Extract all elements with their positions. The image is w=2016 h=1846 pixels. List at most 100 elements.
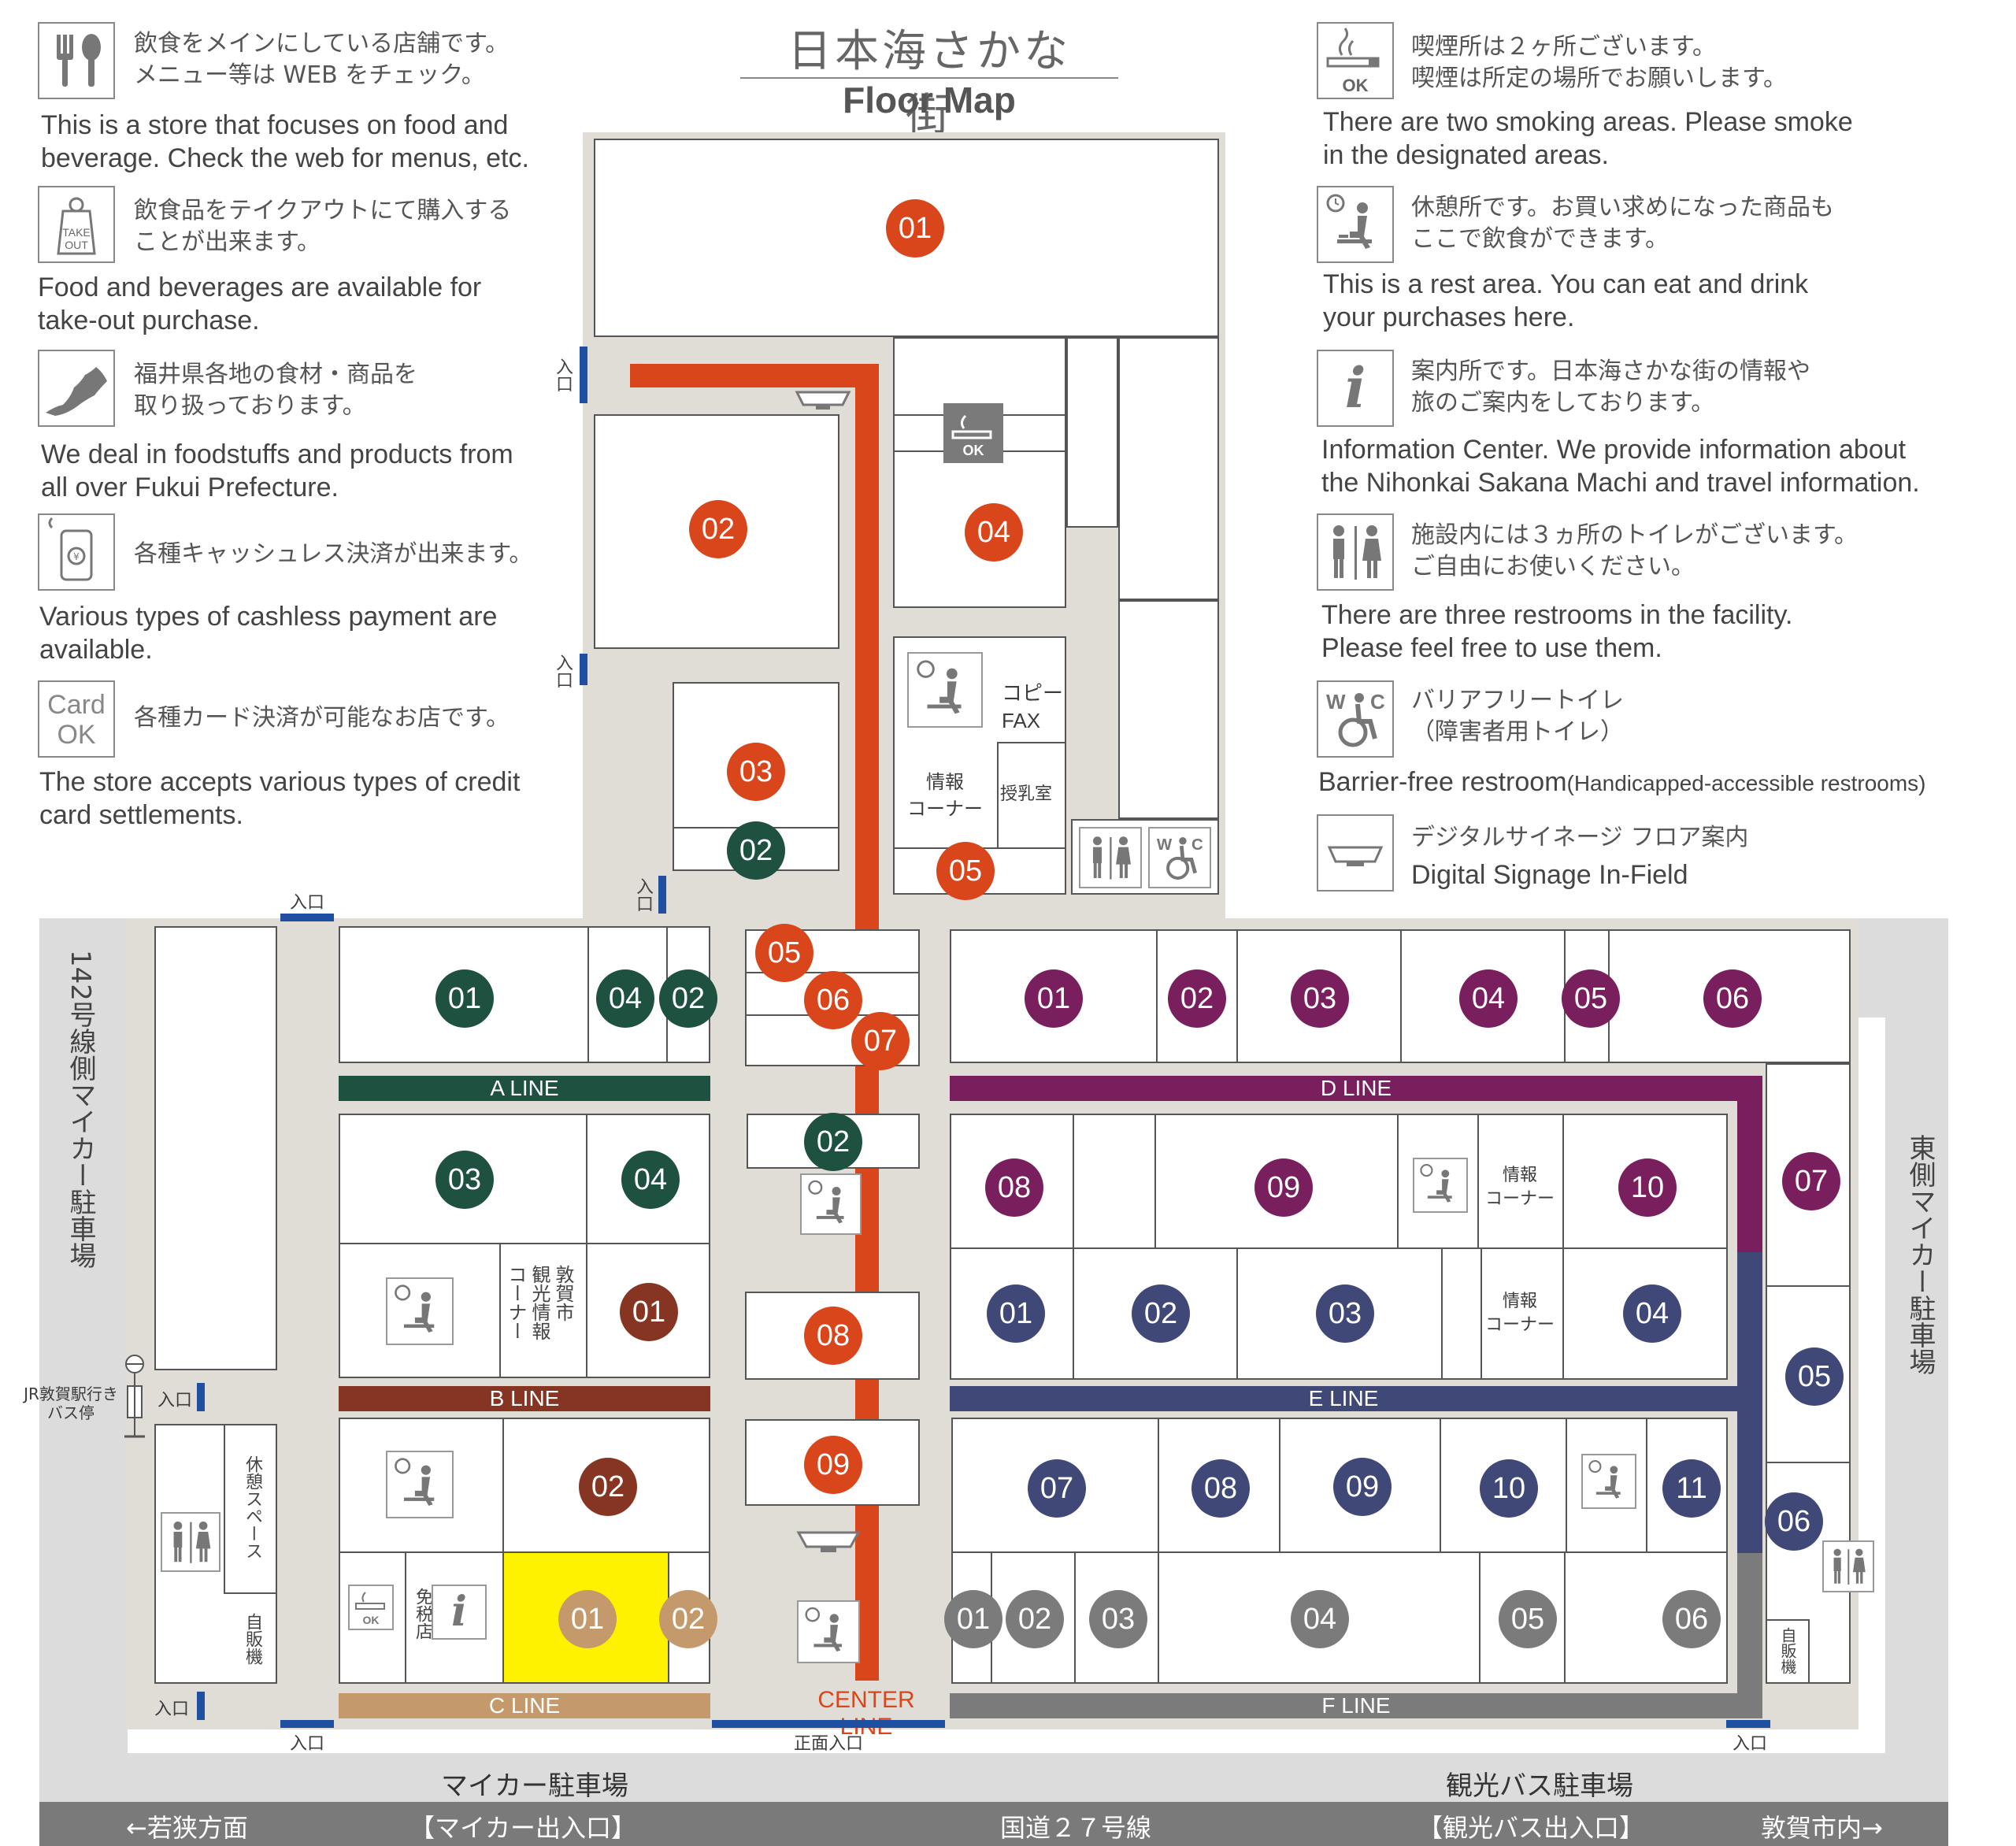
nursing-room-label: 授乳室 <box>1000 784 1053 804</box>
shop-badge-d[interactable]: 07 <box>1782 1152 1840 1210</box>
e-line-shop[interactable] <box>1279 1418 1441 1553</box>
shop-badge-center[interactable]: 07 <box>851 1012 910 1070</box>
shop-badge-center[interactable]: 05 <box>936 842 995 900</box>
road-right-label: 敦賀市内→ <box>1761 1813 1883 1843</box>
legend-signage-en: Digital Signage In-Field <box>1411 860 1688 890</box>
e-line-info-box[interactable] <box>1480 1247 1564 1380</box>
shop-badge-center[interactable]: 01 <box>886 199 944 258</box>
shop-badge-center[interactable]: 06 <box>804 971 862 1029</box>
shop-badge-e[interactable]: 11 <box>1662 1459 1721 1518</box>
e-line-bar-vertical <box>1737 1252 1762 1555</box>
shop-badge-c[interactable]: 02 <box>659 1590 717 1648</box>
restroom-icon <box>1079 827 1142 888</box>
bus-stop-icon <box>124 1355 145 1440</box>
shop-badge-a[interactable]: 01 <box>435 969 494 1028</box>
shop-badge-d[interactable]: 10 <box>1618 1158 1677 1217</box>
shop-block[interactable] <box>1118 337 1219 600</box>
bus-parking-label: 観光バス駐車場 <box>1446 1770 1633 1802</box>
shop-badge-f[interactable]: 01 <box>944 1590 1002 1648</box>
entrance-marker[interactable] <box>580 347 587 403</box>
shop-badge-e[interactable]: 08 <box>1191 1459 1250 1518</box>
shop-badge-a[interactable]: 04 <box>621 1151 680 1209</box>
d-line-shop[interactable] <box>1608 929 1851 1063</box>
shop-badge-f[interactable]: 06 <box>1662 1590 1721 1648</box>
digital-signage-icon <box>795 1528 862 1559</box>
shop-block[interactable] <box>1118 600 1219 819</box>
rest-area-icon <box>907 652 983 728</box>
entrance-label: 入口 <box>158 1391 193 1410</box>
entrance-marker[interactable] <box>580 654 587 685</box>
vending-box-east[interactable] <box>1766 1619 1810 1684</box>
car-parking-label: マイカー駐車場 <box>441 1770 628 1802</box>
nursing-room-box[interactable] <box>997 742 1066 849</box>
main-entrance-marker[interactable] <box>712 1720 945 1728</box>
shop-badge-b[interactable]: 01 <box>620 1283 678 1341</box>
shop-badge-center[interactable]: 08 <box>804 1307 862 1365</box>
shop-badge-e[interactable]: 07 <box>1028 1459 1086 1518</box>
shop-block[interactable] <box>1066 337 1118 528</box>
shop-block[interactable] <box>594 414 839 649</box>
d-line-info-box[interactable] <box>1477 1114 1564 1249</box>
legend-barrierfree-en: Barrier-free restroom(Handicapped-access… <box>1318 765 1926 800</box>
svg-text:C: C <box>1370 690 1385 714</box>
svg-text:OUT: OUT <box>65 239 88 251</box>
shop-badge-f[interactable]: 03 <box>1089 1590 1147 1648</box>
entrance-marker[interactable] <box>197 1692 205 1720</box>
d-line-shop[interactable] <box>1073 1114 1156 1249</box>
e-line-bar: E LINE <box>950 1386 1737 1411</box>
shop-badge-f[interactable]: 02 <box>1006 1590 1064 1648</box>
rest-area-icon <box>800 1173 862 1235</box>
shop-badge-d[interactable]: 01 <box>1025 969 1083 1028</box>
vending-label-east: 自販機 <box>1778 1627 1797 1674</box>
shop-badge-a[interactable]: 03 <box>435 1151 494 1209</box>
entrance-marker[interactable] <box>280 914 334 921</box>
shop-badge-f[interactable]: 05 <box>1499 1590 1557 1648</box>
shop-badge-e[interactable]: 03 <box>1316 1284 1374 1343</box>
shop-badge-d[interactable]: 02 <box>1168 969 1226 1028</box>
shop-badge-center[interactable]: 03 <box>727 743 785 801</box>
shop-badge-center[interactable]: 05 <box>755 924 813 982</box>
right-parking-label: 東側マイカー駐車場 <box>1904 1134 1936 1375</box>
shop-badge-d[interactable]: 06 <box>1703 969 1762 1028</box>
shop-badge-e[interactable]: 04 <box>1623 1284 1681 1343</box>
e-line-shop[interactable] <box>1441 1247 1482 1380</box>
legend-card-jp: 各種カード決済が可能なお店です。 <box>134 704 510 732</box>
shop-badge-a[interactable]: 02 <box>659 969 717 1028</box>
shop-badge-d[interactable]: 04 <box>1459 969 1518 1028</box>
rest-space-box[interactable] <box>224 1424 277 1594</box>
shop-badge-c[interactable]: 01 <box>558 1590 617 1648</box>
rest-space-label: 休憩スペース <box>243 1455 262 1559</box>
rest-area-icon <box>386 1451 454 1518</box>
legend-takeout-en: Food and beverages are available for tak… <box>38 272 482 335</box>
page-title: 日本海さかな街 <box>788 26 1071 141</box>
shop-badge-center[interactable]: 04 <box>965 503 1023 562</box>
left-parking-strip <box>39 918 128 1761</box>
shop-badge-d[interactable]: 05 <box>1562 969 1620 1028</box>
legend-info-jp: 案内所です。日本海さかな街の情報や 旅のご案内をしております。 <box>1411 358 1810 417</box>
shop-badge-e[interactable]: 10 <box>1480 1459 1538 1518</box>
shop-badge-b[interactable]: 02 <box>579 1458 637 1516</box>
shop-badge-d[interactable]: 09 <box>1254 1158 1313 1217</box>
legend-cashless-jp: 各種キャッシュレス決済が出来ます。 <box>134 540 533 568</box>
shop-badge-a[interactable]: 02 <box>727 821 785 880</box>
shop-badge-e[interactable]: 01 <box>987 1284 1045 1343</box>
shop-badge-e[interactable]: 06 <box>1765 1492 1823 1551</box>
shop-badge-d[interactable]: 08 <box>985 1158 1043 1217</box>
shop-badge-d[interactable]: 03 <box>1291 969 1349 1028</box>
shop-badge-e[interactable]: 02 <box>1132 1284 1190 1343</box>
legend-takeout-jp: 飲食品をテイクアウトにて購入する ことが出来ます。 <box>134 197 512 256</box>
shop-badge-a[interactable]: 04 <box>596 969 654 1028</box>
legend-barrierfree-jp: バリアフリートイレ （障害者用トイレ） <box>1411 687 1624 746</box>
shop-badge-f[interactable]: 04 <box>1291 1590 1349 1648</box>
shop-badge-e[interactable]: 05 <box>1785 1347 1844 1406</box>
shop-badge-center[interactable]: 09 <box>804 1436 862 1494</box>
entrance-marker[interactable] <box>197 1383 205 1411</box>
shop-badge-e[interactable]: 09 <box>1333 1458 1392 1516</box>
entrance-marker[interactable] <box>1726 1720 1770 1728</box>
shop-badge-a[interactable]: 02 <box>804 1113 862 1171</box>
entrance-marker[interactable] <box>658 876 666 914</box>
entrance-marker[interactable] <box>280 1720 334 1728</box>
shop-block[interactable] <box>893 337 1066 608</box>
e-line-shop[interactable] <box>1562 1247 1728 1380</box>
shop-badge-center[interactable]: 02 <box>689 500 747 558</box>
